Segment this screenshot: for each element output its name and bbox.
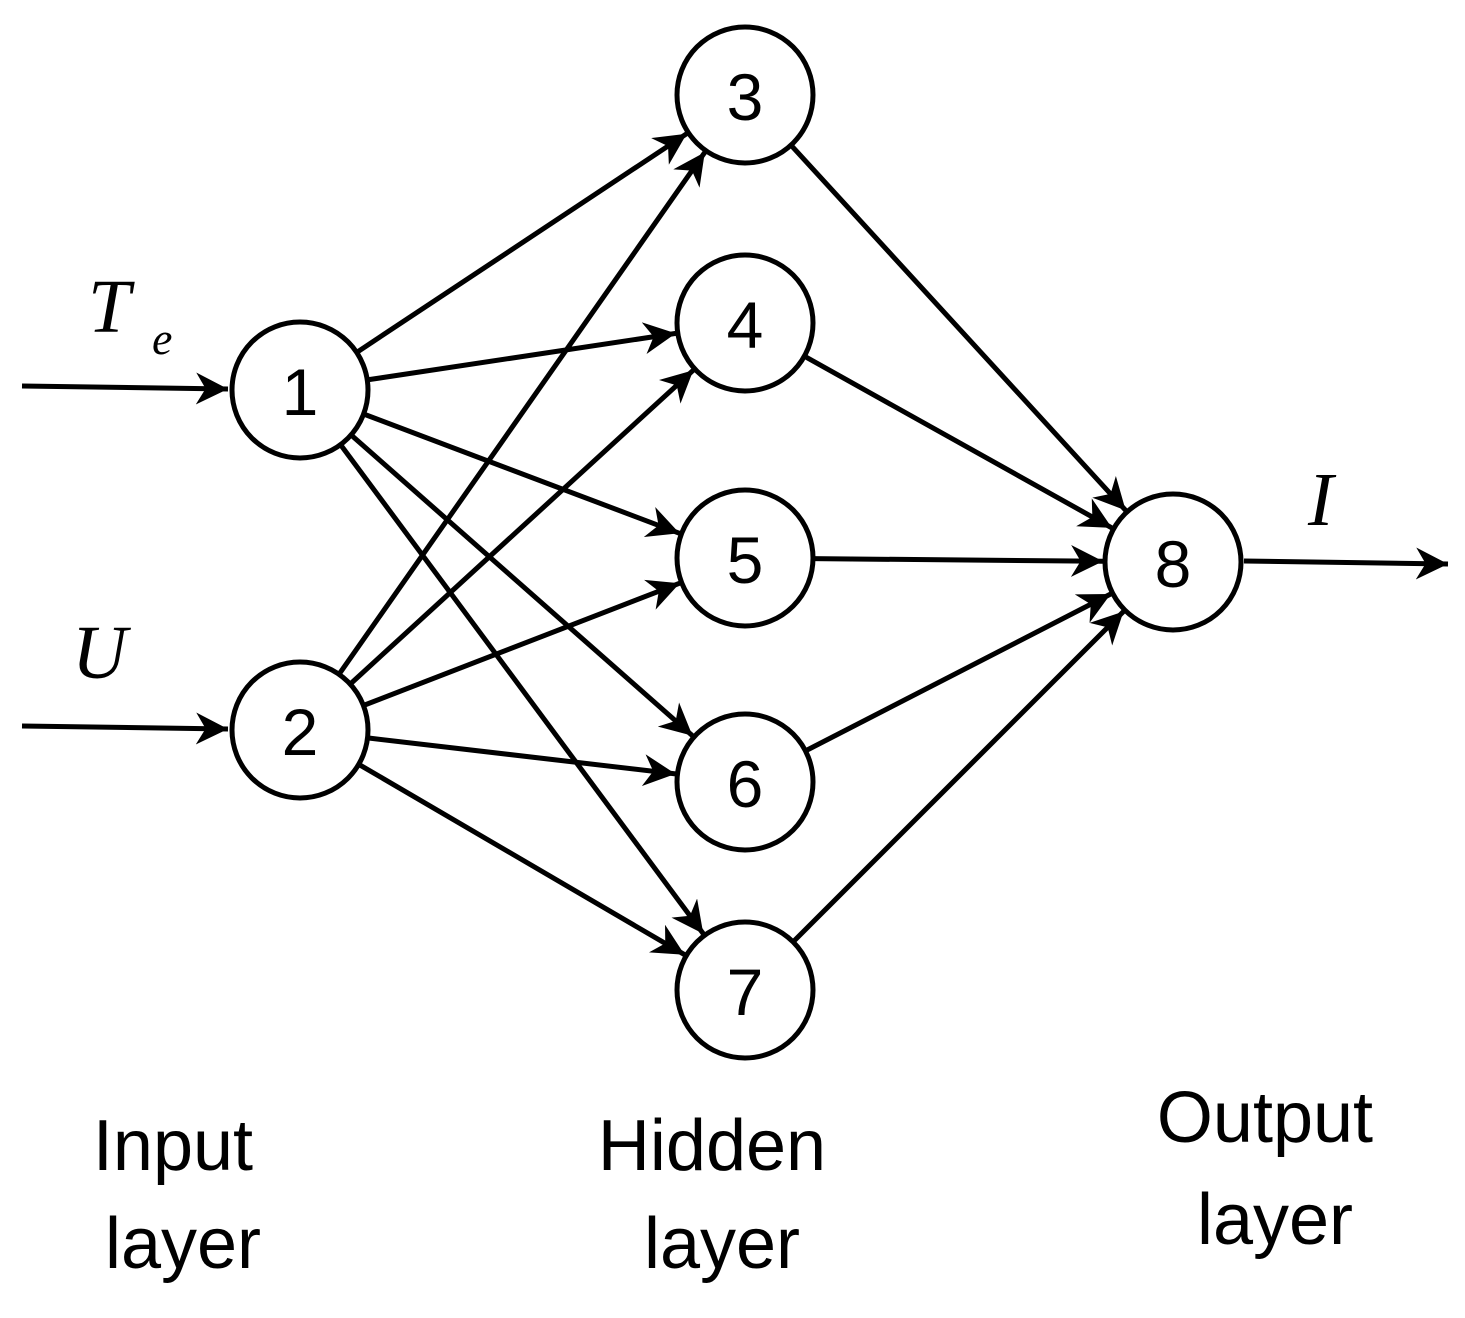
edge-7-8 — [791, 609, 1126, 944]
edge-4-8 — [803, 354, 1114, 531]
output-layer-line2: layer — [1197, 1180, 1353, 1260]
te-sub: e — [152, 313, 172, 364]
edge-2-6 — [367, 735, 676, 787]
node-label-1: 1 — [282, 355, 319, 429]
input-layer-line2: layer — [105, 1204, 261, 1284]
hidden-layer-line1: Hidden — [598, 1106, 826, 1186]
node-circle-1 — [229, 319, 371, 461]
node-circle-6 — [674, 711, 816, 853]
output-label-i: I — [1307, 458, 1337, 542]
output-layer-line1: Output — [1157, 1078, 1373, 1158]
connections — [336, 131, 1128, 957]
node-1: 1 — [229, 319, 371, 461]
node-circle-3 — [674, 24, 816, 166]
neurons: 1 2 3 4 5 6 7 8 — [229, 24, 1244, 1061]
u-main: U — [72, 611, 131, 695]
input-label-te: T — [88, 265, 135, 349]
input-label-te-subscript: e — [152, 313, 172, 364]
hidden-layer-label: Hidden layer — [598, 1106, 846, 1284]
hidden-layer-line2: layer — [644, 1204, 800, 1284]
edge-1-5 — [362, 411, 681, 537]
node-label-5: 5 — [727, 523, 764, 597]
node-label-7: 7 — [727, 955, 764, 1029]
node-3: 3 — [674, 24, 816, 166]
node-6: 6 — [674, 711, 816, 853]
edge-6-8 — [804, 591, 1112, 754]
edge-2-3 — [336, 150, 707, 676]
input-layer-line1: Input — [93, 1106, 253, 1186]
node-circle-7 — [674, 919, 816, 1061]
node-label-6: 6 — [727, 747, 764, 821]
node-label-4: 4 — [727, 288, 764, 362]
node-label-2: 2 — [282, 695, 319, 769]
input-arrow-u — [21, 712, 229, 745]
output-layer-label: Output layer — [1157, 1078, 1393, 1260]
edge-1-6 — [349, 433, 695, 738]
node-circle-8 — [1102, 491, 1244, 633]
node-2: 2 — [229, 659, 371, 801]
node-5: 5 — [674, 487, 816, 629]
node-circle-4 — [674, 252, 816, 394]
edge-1-4 — [366, 322, 677, 383]
node-label-8: 8 — [1155, 527, 1192, 601]
node-label-3: 3 — [727, 60, 764, 134]
node-4: 4 — [674, 252, 816, 394]
edge-1-7 — [338, 443, 706, 936]
input-label-u: U — [72, 611, 131, 695]
edge-2-4 — [348, 368, 695, 686]
i-main: I — [1307, 458, 1337, 542]
node-8: 8 — [1102, 491, 1244, 633]
output-arrow — [1243, 547, 1449, 580]
edge-3-8 — [789, 143, 1128, 513]
node-circle-2 — [229, 659, 371, 801]
te-main: T — [88, 265, 135, 349]
edge-1-3 — [355, 131, 689, 355]
input-layer-label: Input layer — [93, 1106, 273, 1284]
edge-2-7 — [357, 762, 686, 957]
node-7: 7 — [674, 919, 816, 1061]
input-arrow-te — [21, 372, 229, 405]
node-circle-5 — [674, 487, 816, 629]
edge-2-5 — [362, 579, 681, 708]
edge-5-8 — [812, 545, 1104, 578]
